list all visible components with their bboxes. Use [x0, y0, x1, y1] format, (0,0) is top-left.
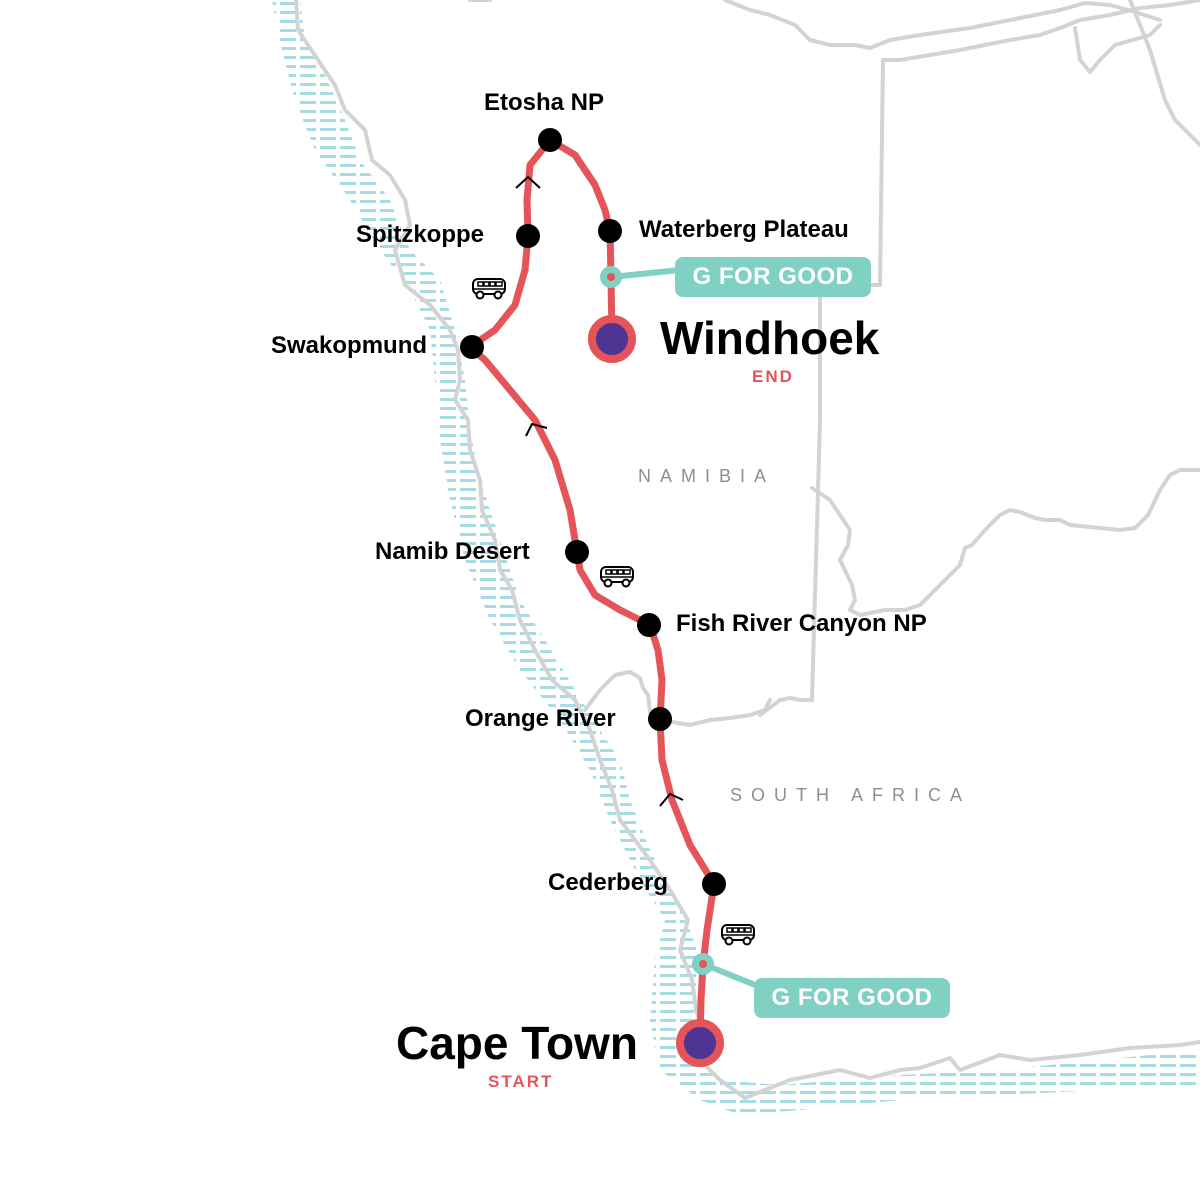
bus-icon [721, 924, 755, 946]
stop-label-waterberg: Waterberg Plateau [639, 216, 849, 243]
country-label-namibia: NAMIBIA [638, 466, 776, 486]
borders [294, 0, 1200, 1100]
stop-label-fish-river-canyon: Fish River Canyon NP [676, 610, 927, 637]
stop-label-etosha: Etosha NP [484, 89, 605, 116]
stop-label-namib-desert: Namib Desert [375, 538, 530, 565]
country-label-south-africa: SOUTH AFRICA [730, 785, 972, 805]
g-for-good-badge-windhoek: G FOR GOOD [675, 257, 871, 297]
stop-markers [460, 128, 726, 896]
stop-label-cederberg: Cederberg [548, 869, 669, 896]
end-marker [588, 315, 636, 363]
stop-label-swakopmund: Swakopmund [271, 332, 428, 359]
start-marker [676, 1019, 724, 1067]
start-tag: START [488, 1072, 554, 1091]
stop-label-orange-river: Orange River [465, 705, 616, 732]
stop-label-spitzkoppe: Spitzkoppe [356, 221, 485, 248]
direction-arrow-icon [515, 175, 684, 807]
bus-icon [600, 566, 634, 588]
bus-icon [472, 278, 506, 300]
start-city-label: Cape Town [396, 1017, 638, 1069]
g-for-good-badge-cape-town: G FOR GOOD [754, 978, 950, 1018]
end-tag: END [752, 367, 794, 386]
end-city-label: Windhoek [660, 312, 880, 364]
